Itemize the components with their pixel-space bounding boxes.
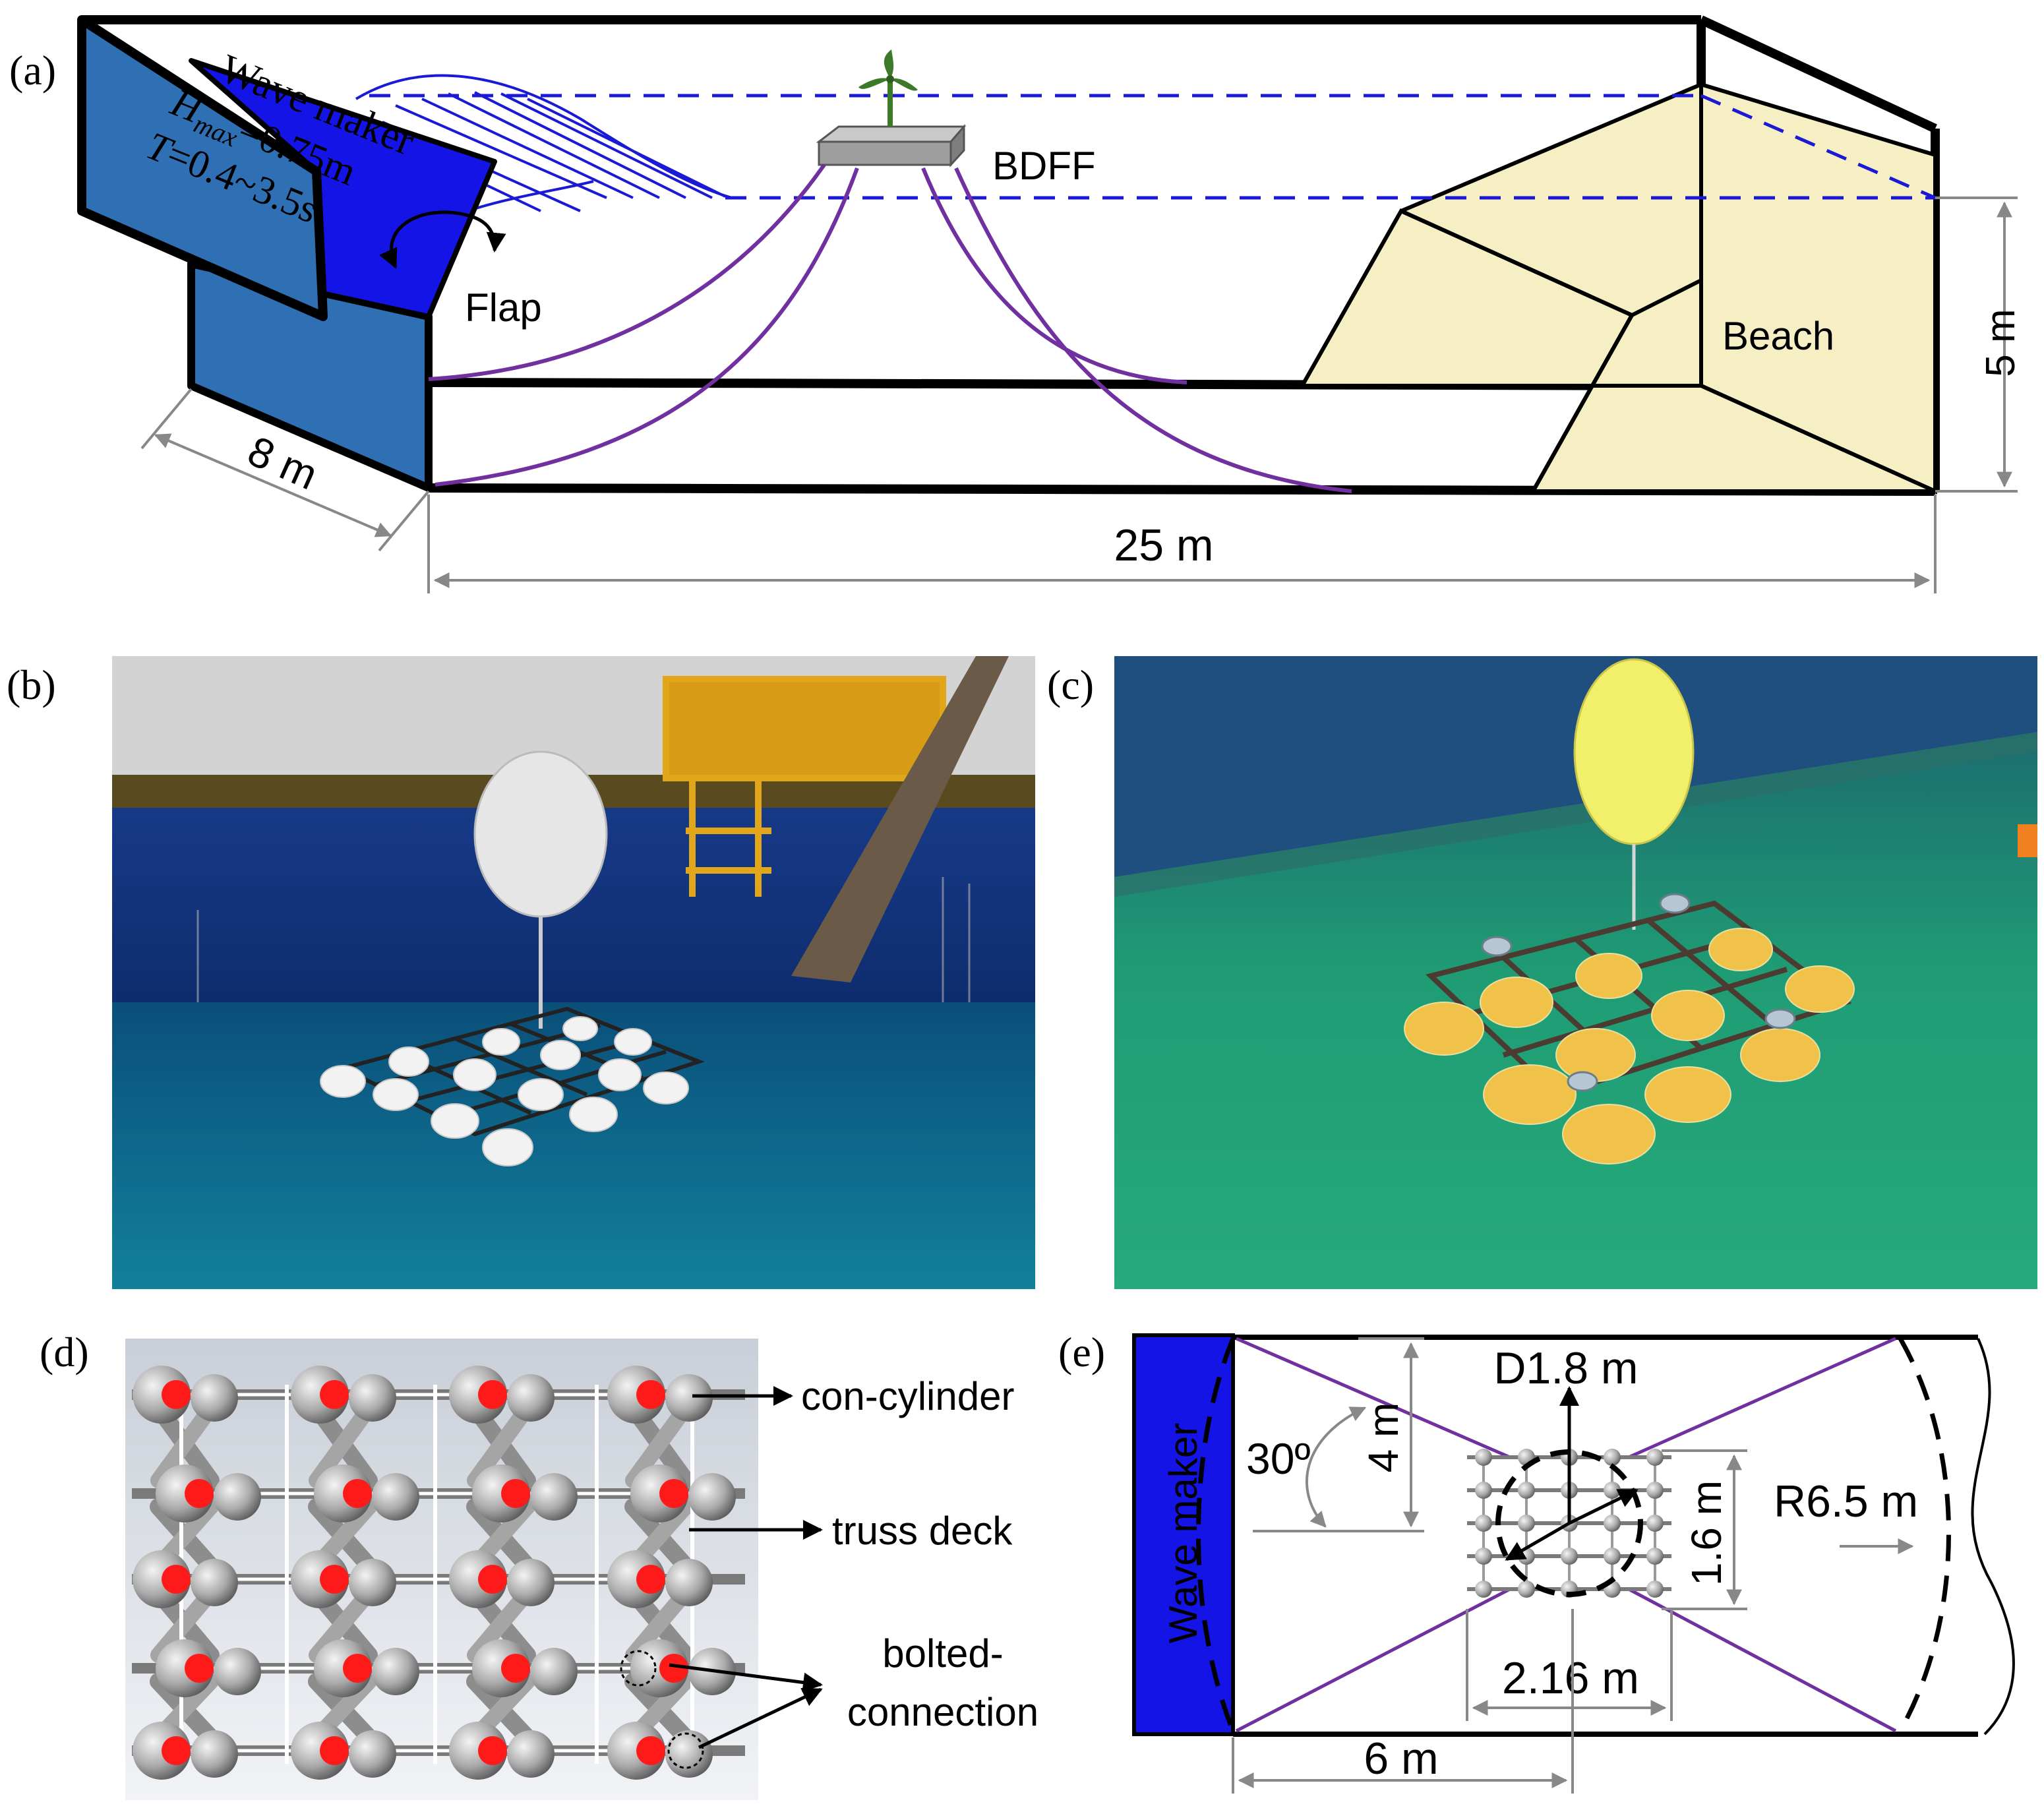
platform-node xyxy=(1475,1548,1492,1565)
con-cylinder-marker xyxy=(636,1736,665,1765)
platform-node xyxy=(1646,1482,1664,1499)
radius-arcs xyxy=(1196,1337,1951,1732)
truss-deck-label: truss deck xyxy=(832,1509,1013,1553)
two-sixteen-m-label: 2.16 m xyxy=(1502,1653,1639,1703)
six-m-dimension xyxy=(1232,1609,1574,1794)
panel-label-e: (e) xyxy=(1058,1329,1105,1375)
con-cylinder-label: con-cylinder xyxy=(801,1374,1014,1418)
four-m-dimension xyxy=(1253,1337,1424,1532)
flap-rotation-arrow xyxy=(379,210,506,269)
wave-maker-vertical-label: Wave maker xyxy=(1161,1423,1205,1644)
width-dimension xyxy=(140,388,430,552)
bdff-label: BDFF xyxy=(992,144,1096,188)
platform-node xyxy=(1646,1515,1664,1532)
platform-node xyxy=(1475,1515,1492,1532)
radius-label: R6.5 m xyxy=(1774,1476,1918,1526)
panel-label-c: (c) xyxy=(1047,661,1094,708)
con-cylinder-marker xyxy=(501,1479,530,1508)
platform-node xyxy=(1518,1515,1535,1532)
angle-arc xyxy=(1306,1406,1367,1528)
platform-node xyxy=(1646,1581,1664,1598)
platform-node xyxy=(1604,1482,1621,1499)
mooring-plan-lines xyxy=(1235,1337,1897,1733)
con-cylinder-marker xyxy=(478,1565,507,1594)
con-cylinder-marker xyxy=(185,1479,214,1508)
turbine-blade-icon xyxy=(884,49,894,79)
con-cylinder-marker xyxy=(162,1565,191,1594)
bdff-platform xyxy=(816,49,967,167)
mooring-lines xyxy=(428,164,1352,493)
wave-maker-bar xyxy=(1132,1333,1235,1736)
four-m-label: 4 m xyxy=(1360,1403,1407,1473)
platform-node xyxy=(1475,1449,1492,1466)
depth-dimension xyxy=(1935,196,2018,493)
beach xyxy=(1298,81,1937,495)
panel-b: (b) xyxy=(7,656,1035,1289)
con-cylinder-marker xyxy=(478,1736,507,1765)
panel-e: (e) Wave maker D1.8 m xyxy=(1058,1329,2015,1794)
con-cylinder-marker xyxy=(185,1654,214,1683)
wave-maker-upper xyxy=(77,15,328,321)
con-cylinder-marker xyxy=(162,1380,191,1409)
con-cylinder-marker xyxy=(320,1380,349,1409)
diameter-label: D1.8 m xyxy=(1493,1343,1638,1393)
depth-dim-label: 5 m xyxy=(1978,309,2024,377)
wave-profile xyxy=(355,74,733,219)
platform-node xyxy=(1518,1581,1535,1598)
photo-b-tank xyxy=(112,656,1035,1289)
platform-node xyxy=(1475,1482,1492,1499)
platform-node xyxy=(1604,1449,1621,1466)
platform-node xyxy=(1518,1482,1535,1499)
con-cylinder-marker xyxy=(162,1736,191,1765)
bolted-label-1: bolted- xyxy=(882,1631,1003,1676)
length-dim-label: 25 m xyxy=(1114,520,1213,570)
con-cylinder-marker xyxy=(659,1479,688,1508)
deck-render xyxy=(132,1366,745,1780)
bolted-label-2: connection xyxy=(847,1690,1038,1734)
platform-node xyxy=(1475,1581,1492,1598)
panel-c: (c) xyxy=(1047,656,2037,1289)
water-surface xyxy=(369,94,1937,200)
panel-label-a: (a) xyxy=(9,47,56,94)
platform-node xyxy=(1604,1515,1621,1532)
con-cylinder-marker xyxy=(636,1380,665,1409)
con-cylinder-marker xyxy=(478,1380,507,1409)
one-six-m-dimension xyxy=(1662,1449,1747,1610)
panel-d: (d) con-cylinder truss deck bolted- conn… xyxy=(40,1329,1038,1800)
panel-label-b: (b) xyxy=(7,661,56,708)
photo-c-tank xyxy=(1114,656,2037,1289)
platform-node xyxy=(1604,1548,1621,1565)
panel-label-d: (d) xyxy=(40,1329,89,1375)
two-sixteen-m-dimension xyxy=(1466,1609,1673,1721)
platform-node xyxy=(1561,1548,1578,1565)
angle-label: 30º xyxy=(1246,1434,1311,1483)
con-cylinder-marker xyxy=(659,1654,688,1683)
tank-plan-outline xyxy=(1233,1335,2015,1737)
con-cylinder-marker xyxy=(501,1654,530,1683)
six-m-label: 6 m xyxy=(1364,1734,1438,1784)
con-cylinder-marker xyxy=(636,1565,665,1594)
con-cylinder-marker xyxy=(343,1479,372,1508)
one-six-m-label: 1.6 m xyxy=(1683,1480,1730,1586)
flap-label: Flap xyxy=(465,286,542,330)
con-cylinder-marker xyxy=(320,1736,349,1765)
con-cylinder-marker xyxy=(343,1654,372,1683)
con-cylinder-marker xyxy=(320,1565,349,1594)
length-dimension xyxy=(427,495,1937,593)
beach-label: Beach xyxy=(1722,314,1834,358)
platform-node xyxy=(1646,1449,1664,1466)
platform-node xyxy=(1646,1548,1664,1565)
panel-a: (a) xyxy=(9,15,2024,593)
